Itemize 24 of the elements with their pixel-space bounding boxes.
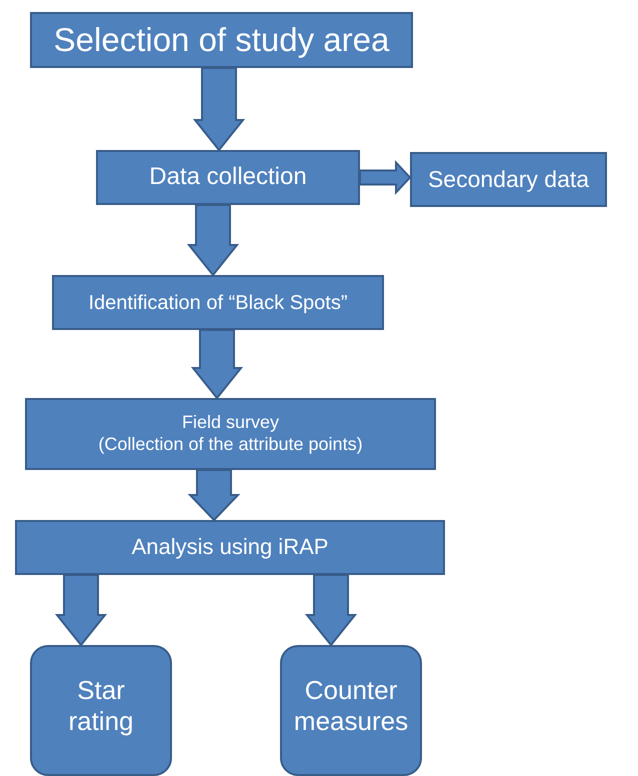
box-label: Data collection bbox=[149, 163, 307, 192]
process-box bbox=[15, 520, 445, 575]
process-box bbox=[52, 275, 384, 330]
box-label: Selection of study area bbox=[54, 20, 390, 60]
process-box bbox=[410, 152, 607, 207]
process-box bbox=[280, 645, 422, 776]
block-arrow bbox=[359, 160, 412, 196]
box-label: Counter measures bbox=[292, 674, 410, 738]
box-label: Field survey bbox=[182, 412, 280, 434]
process-box bbox=[25, 398, 436, 470]
box-label: (Collection of the attribute points) bbox=[98, 434, 363, 456]
block-arrow bbox=[188, 469, 240, 522]
box-label: Secondary data bbox=[428, 166, 590, 194]
process-box bbox=[96, 150, 360, 205]
box-label: Identification of “Black Spots” bbox=[88, 290, 348, 314]
block-arrow bbox=[186, 204, 240, 277]
box-label: Analysis using iRAP bbox=[132, 534, 328, 561]
process-box bbox=[30, 645, 172, 776]
block-arrow bbox=[304, 574, 358, 647]
block-arrow bbox=[54, 574, 108, 647]
block-arrow bbox=[192, 67, 246, 152]
process-box bbox=[30, 12, 413, 68]
box-label: Star rating bbox=[67, 674, 135, 738]
block-arrow bbox=[190, 329, 244, 400]
